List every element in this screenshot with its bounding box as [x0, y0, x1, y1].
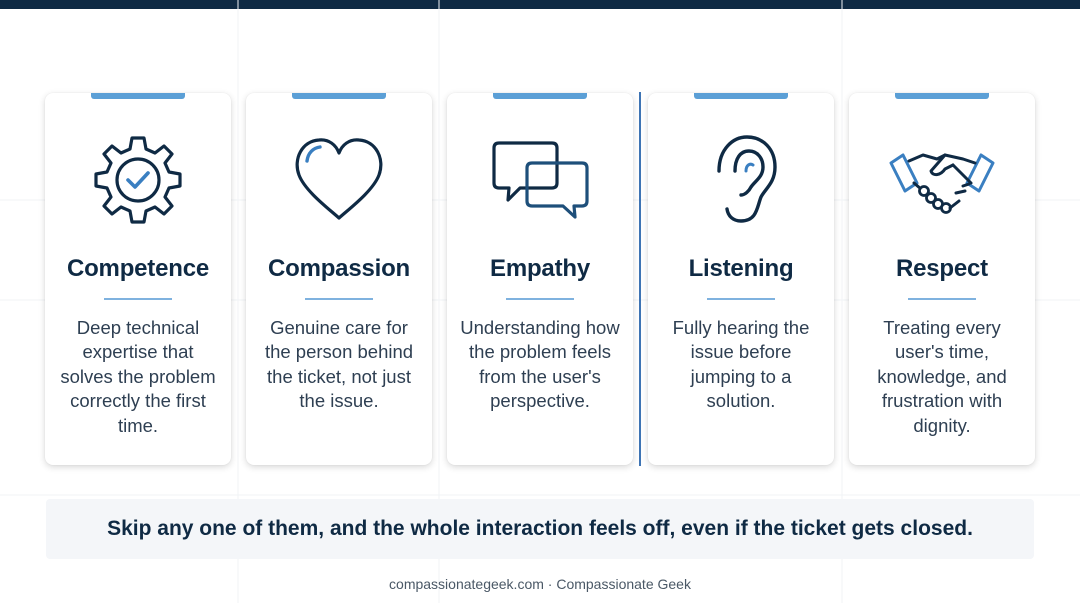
title-underline [506, 298, 574, 300]
card-accent-tab [292, 93, 386, 99]
card-empathy: Empathy Understanding how the problem fe… [447, 93, 633, 465]
card-accent-tab [91, 93, 185, 99]
card-title: Competence [66, 255, 210, 282]
card-accent-tab [694, 93, 788, 99]
top-bar [0, 0, 1080, 9]
card-compassion: Compassion Genuine care for the person b… [246, 93, 432, 465]
highlight-divider [639, 92, 641, 466]
title-underline [305, 298, 373, 300]
banner-text: Skip any one of them, and the whole inte… [107, 517, 973, 540]
card-respect: Respect Treating every user's time, know… [849, 93, 1035, 465]
card-title: Respect [896, 255, 988, 282]
card-description: Genuine care for the person behind the t… [264, 317, 414, 412]
speech-bubbles-icon [447, 131, 633, 227]
card-title: Empathy [490, 255, 590, 282]
card-title: Listening [688, 255, 794, 282]
card-title: Compassion [267, 255, 411, 282]
card-listening: Listening Fully hearing the issue before… [648, 93, 834, 465]
card-description: Treating every user's time, knowledge, a… [877, 317, 1007, 436]
heart-icon [246, 131, 432, 227]
title-underline [104, 298, 172, 300]
title-underline [707, 298, 775, 300]
card-description: Understanding how the problem feels from… [460, 317, 620, 412]
gear-check-icon [45, 131, 231, 227]
summary-banner: Skip any one of them, and the whole inte… [46, 499, 1034, 559]
card-accent-tab [493, 93, 587, 99]
card-description: Deep technical expertise that solves the… [60, 317, 216, 436]
title-underline [908, 298, 976, 300]
ear-icon [648, 131, 834, 227]
card-accent-tab [895, 93, 989, 99]
handshake-icon [849, 131, 1035, 227]
card-description: Fully hearing the issue before jumping t… [672, 317, 810, 412]
footer-credit: compassionategeek.com · Compassionate Ge… [389, 576, 691, 592]
card-competence: Competence Deep technical expertise that… [45, 93, 231, 465]
